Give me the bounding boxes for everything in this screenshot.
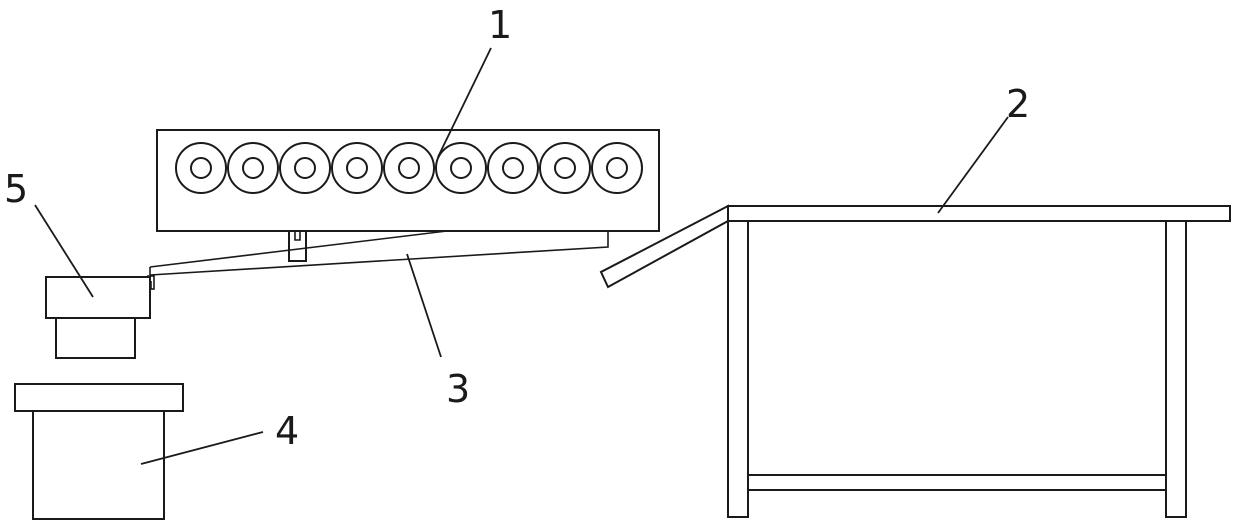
bracket-slot xyxy=(294,231,301,241)
label-3: 3 xyxy=(446,367,470,411)
table xyxy=(599,204,1231,518)
lower-box-lid xyxy=(14,383,184,412)
roller-core xyxy=(346,157,368,179)
roller-bracket xyxy=(288,230,307,262)
roller-core xyxy=(502,157,524,179)
table-leg-left xyxy=(727,220,749,518)
roller-group xyxy=(175,142,643,194)
leader-1 xyxy=(437,47,492,158)
leader-lines xyxy=(34,47,1009,465)
leader-4 xyxy=(140,431,264,465)
roller-core xyxy=(554,157,576,179)
label-5: 5 xyxy=(4,167,28,211)
leader-5 xyxy=(34,204,94,298)
roller-core xyxy=(242,157,264,179)
lower-box-body xyxy=(32,410,165,520)
roller-core xyxy=(450,157,472,179)
table-leg-right xyxy=(1165,220,1187,518)
lower-box xyxy=(14,383,184,520)
chute-bottom-edge xyxy=(149,232,609,276)
leader-3 xyxy=(406,253,442,358)
upper-box-base xyxy=(55,317,136,359)
leader-2 xyxy=(937,116,1009,214)
chute-top-edge xyxy=(149,230,448,268)
label-2: 2 xyxy=(1006,82,1030,126)
upper-box-top xyxy=(45,276,151,319)
label-1: 1 xyxy=(488,3,512,47)
roller-core xyxy=(294,157,316,179)
table-ramp xyxy=(599,204,729,289)
roller-core xyxy=(398,157,420,179)
inclined-chute xyxy=(147,230,609,290)
table-crossbar xyxy=(747,474,1167,491)
reference-numerals: 1 2 3 4 5 xyxy=(4,3,1030,453)
label-4: 4 xyxy=(275,409,299,453)
upper-box xyxy=(45,276,151,359)
table-top xyxy=(727,205,1231,222)
roller-assembly xyxy=(156,129,660,262)
roller-core xyxy=(606,157,628,179)
roller-core xyxy=(190,157,212,179)
